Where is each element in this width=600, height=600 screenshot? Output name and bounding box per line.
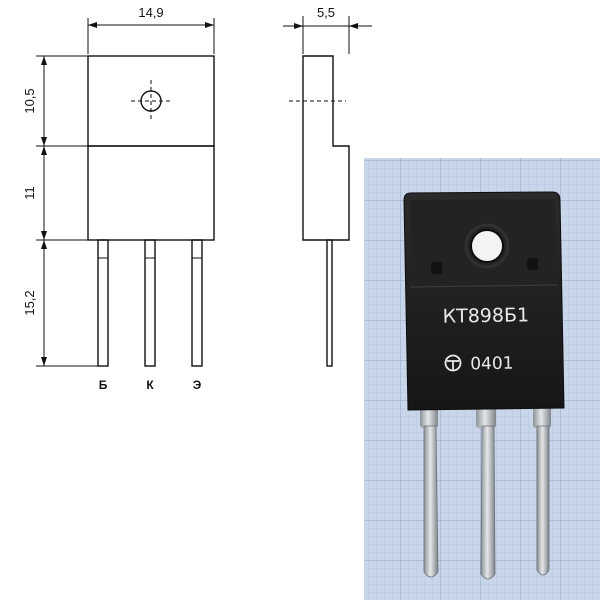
- side-view: [283, 16, 372, 367]
- part-marking: КТ898Б1: [442, 304, 529, 328]
- pin-label-collector: К: [146, 378, 154, 392]
- width-label: 14,9: [138, 5, 163, 20]
- leads-front: [97, 239, 203, 367]
- lead-length-label: 15,2: [22, 290, 37, 315]
- depth-dimension: [283, 16, 372, 54]
- pin-label-base: Б: [99, 378, 108, 392]
- transistor-photo: КТ898Б1 0401: [364, 158, 600, 600]
- width-dimension: [87, 18, 215, 54]
- mounting-hole: [131, 80, 171, 122]
- height-dimensions: [36, 55, 98, 367]
- depth-label: 5,5: [317, 5, 335, 20]
- photo-leads: [420, 398, 551, 580]
- side-lead: [326, 239, 333, 367]
- pin-label-emitter: Э: [193, 378, 202, 392]
- tab-height-label: 10,5: [22, 88, 37, 113]
- package-body-outline: [87, 145, 215, 241]
- side-profile-outline: [302, 55, 350, 241]
- front-view: [36, 18, 215, 367]
- date-code: 0401: [470, 354, 514, 375]
- body-height-label: 11: [22, 186, 37, 200]
- manufacturer-logo-icon: [444, 354, 462, 372]
- photo-mounting-hole: [470, 229, 504, 263]
